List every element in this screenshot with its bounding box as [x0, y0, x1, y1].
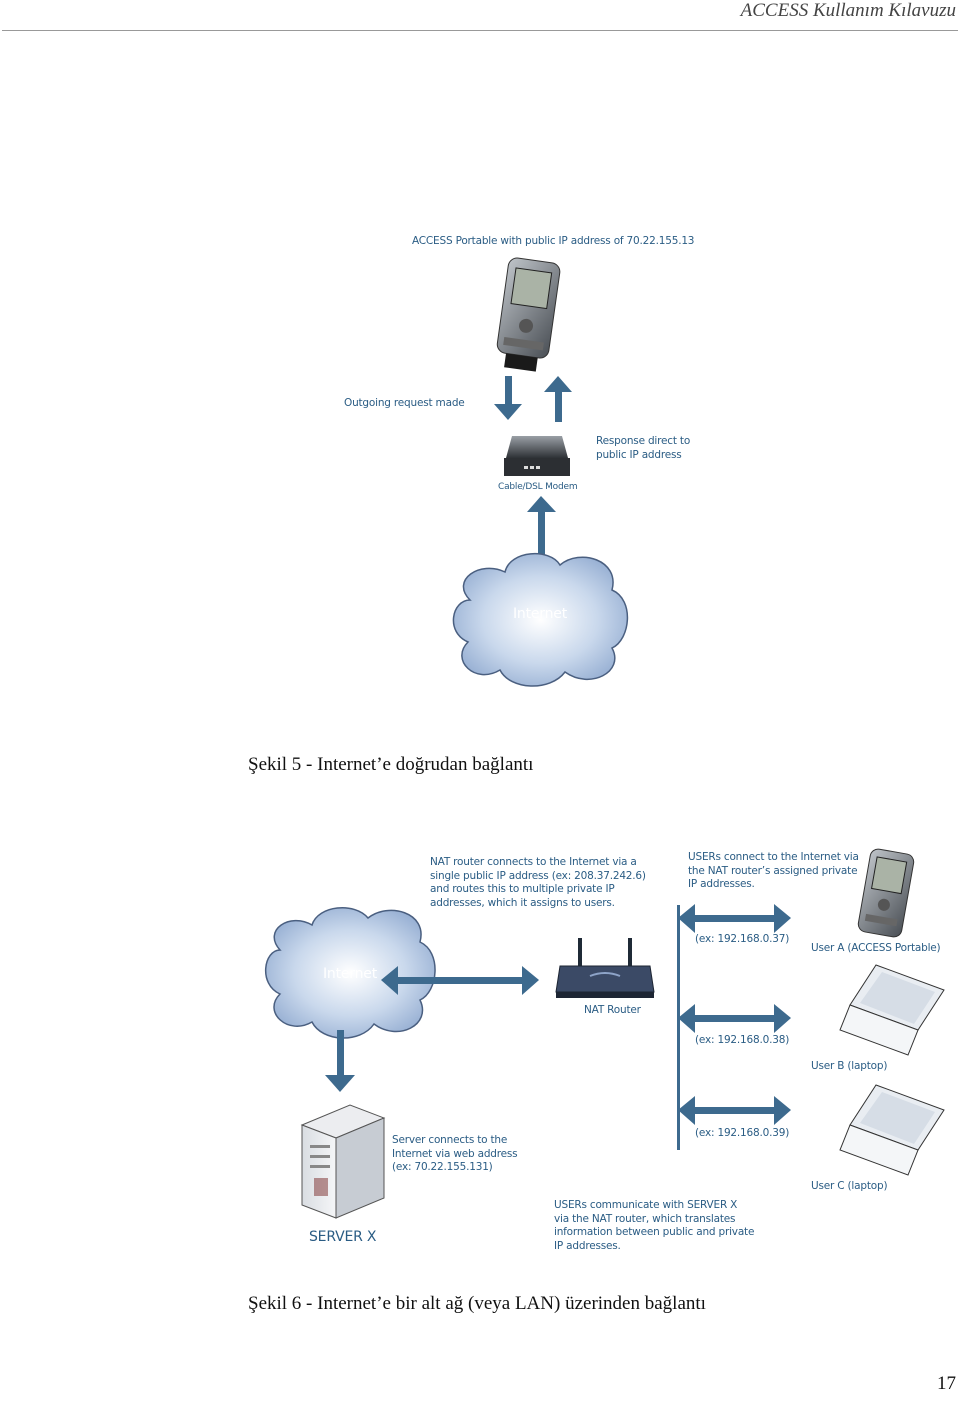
user-b-label: User B (laptop) [811, 1060, 888, 1072]
nat-description-line: single public IP address (ex: 208.37.242… [430, 869, 646, 882]
server-description-line: (ex: 70.22.155.131) [392, 1161, 493, 1174]
users-description: USERs connect to the Internet via the NA… [688, 851, 859, 892]
figure-5-caption: Şekil 5 - Internet’e doğrudan bağlantı [248, 754, 534, 775]
figure-6-caption: Şekil 6 - Internet’e bir alt ağ (veya LA… [248, 1293, 706, 1314]
internet-cloud-icon [452, 553, 629, 687]
laptop-icon [839, 1084, 945, 1176]
nat-description-line: and routes this to multiple private IP [430, 883, 615, 896]
users-description-line: IP addresses. [688, 878, 755, 891]
nat-description-line: addresses, which it assigns to users. [430, 896, 615, 909]
ip-user-c-label: (ex: 192.168.0.39) [695, 1127, 790, 1139]
nat-router-icon [555, 938, 655, 998]
nat-description: NAT router connects to the Internet via … [430, 856, 646, 910]
modem-label: Cable/DSL Modem [498, 482, 578, 492]
communication-description-line: IP addresses. [554, 1239, 621, 1252]
page-number: 17 [937, 1373, 956, 1394]
request-response-arrows [494, 376, 572, 422]
users-description-line: USERs connect to the Internet via [688, 851, 859, 863]
server-description-line: Server connects to the [392, 1134, 508, 1146]
internet-label: Internet [513, 606, 567, 622]
ip-user-a-label: (ex: 192.168.0.37) [695, 933, 790, 945]
user-c-label: User C (laptop) [811, 1180, 888, 1192]
lan-trunk-line [677, 905, 680, 1150]
device-label: ACCESS Portable with public IP address o… [412, 235, 695, 247]
server-x-label: SERVER X [309, 1229, 377, 1245]
users-description-line: the NAT router’s assigned private [688, 864, 858, 877]
response-label: Response direct to public IP address [596, 435, 690, 462]
nat-description-line: NAT router connects to the Internet via … [430, 856, 637, 868]
internet-server-arrow [325, 1030, 355, 1092]
ip-user-b-label: (ex: 192.168.0.38) [695, 1034, 790, 1046]
communication-description-line: information between public and private [554, 1226, 755, 1239]
server-description: Server connects to the Internet via web … [392, 1134, 518, 1175]
internet-router-arrow [381, 966, 539, 995]
response-label-line: public IP address [596, 448, 682, 461]
internet-cloud-icon [264, 907, 436, 1039]
nat-router-label: NAT Router [584, 1004, 641, 1016]
communication-description-line: USERs communicate with SERVER X [554, 1199, 738, 1211]
user-arrows [678, 904, 791, 1125]
communication-description: USERs communicate with SERVER X via the … [554, 1199, 754, 1253]
outgoing-request-label: Outgoing request made [344, 397, 465, 409]
server-description-line: Internet via web address [392, 1147, 518, 1160]
access-portable-device-icon [496, 257, 561, 372]
laptop-icon [839, 964, 945, 1056]
internet-label: Internet [323, 966, 377, 982]
user-a-label: User A (ACCESS Portable) [811, 942, 941, 954]
server-icon [300, 1104, 386, 1219]
cable-dsl-modem-icon [504, 436, 570, 476]
header-divider [2, 30, 958, 31]
header-title: ACCESS Kullanım Kılavuzu [740, 0, 956, 21]
communication-description-line: via the NAT router, which translates [554, 1212, 736, 1225]
access-portable-device-icon [857, 848, 915, 938]
response-label-line: Response direct to [596, 435, 691, 447]
